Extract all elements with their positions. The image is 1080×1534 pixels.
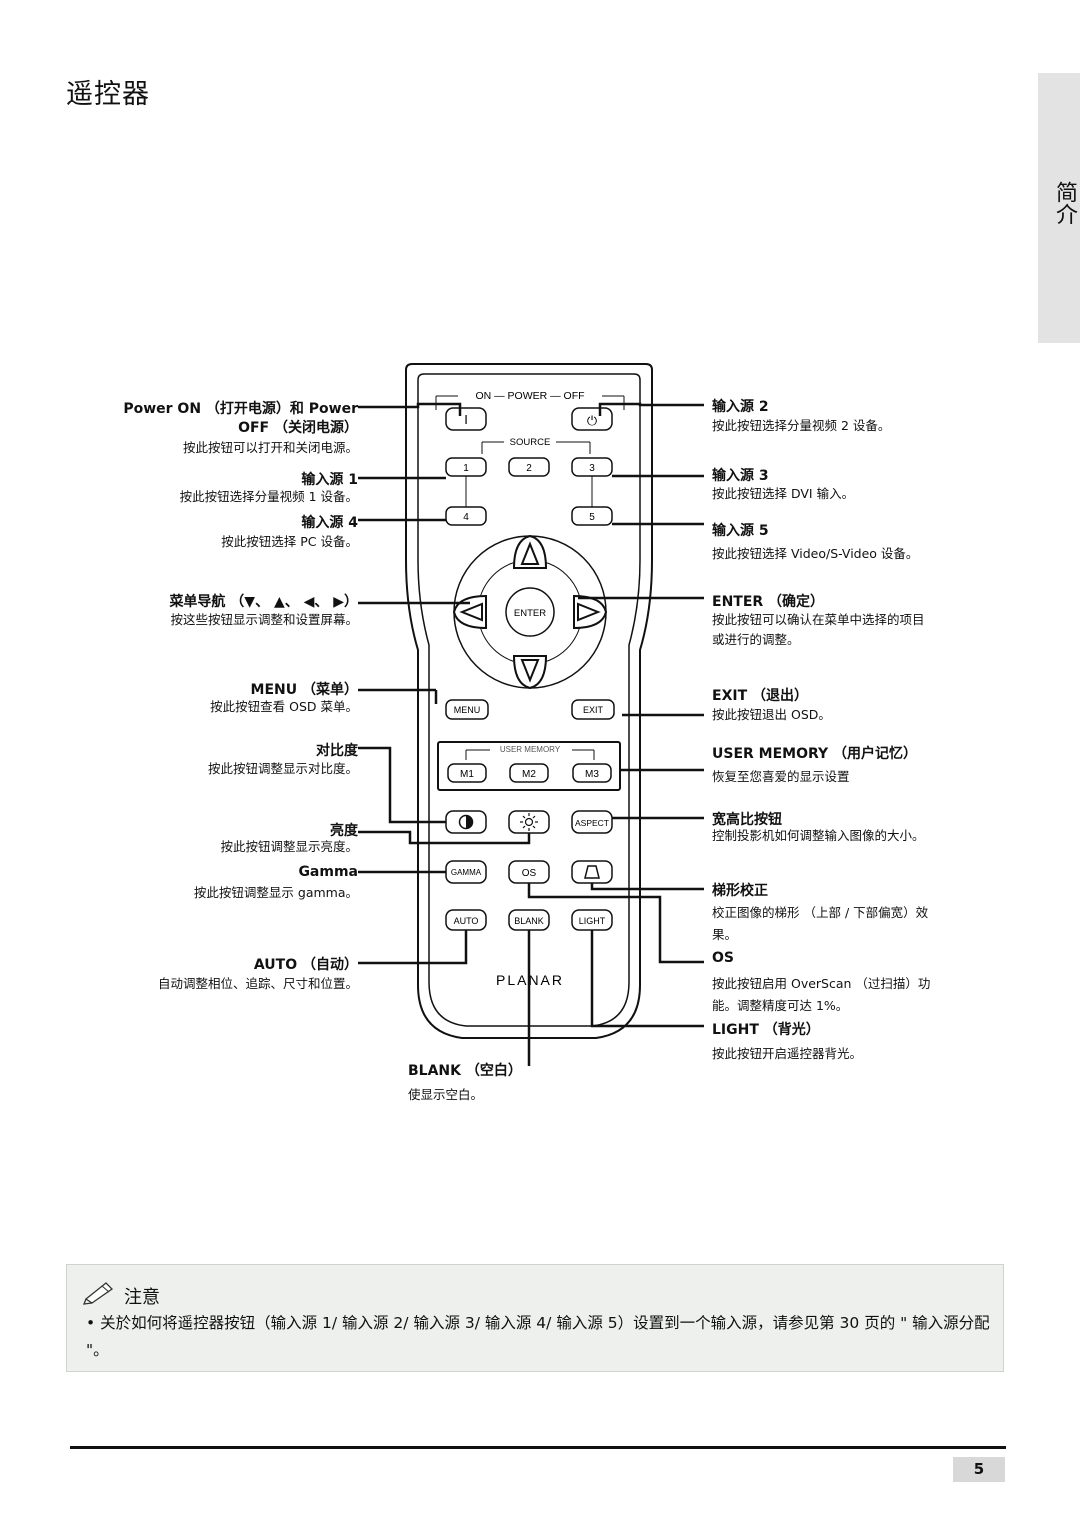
aspect-callout-label: 宽高比按钮 <box>712 812 782 828</box>
source-4-button <box>445 506 487 526</box>
source-1-desc: 按此按钮选择分量视频 1 设备。 <box>179 489 358 504</box>
blank-desc: 使显示空白。 <box>408 1087 484 1102</box>
menu-button-label: MENU <box>454 705 481 715</box>
keystone-icon <box>584 865 600 879</box>
enter-label: ENTER <box>514 608 546 619</box>
source-4-desc: 按此按钮选择 PC 设备。 <box>221 534 358 549</box>
source-5-desc: 按此按钮选择 Video/S-Video 设备。 <box>712 546 919 561</box>
keystone-callout-label: 梯形校正 <box>712 883 768 899</box>
exit-button <box>571 699 615 720</box>
light-callout-label: LIGHT （背光） <box>712 1022 820 1038</box>
power-off-button <box>571 407 613 431</box>
os-label: OS <box>522 868 537 879</box>
source-4-label: 4 <box>463 512 469 523</box>
blank-label: BLANK <box>514 916 544 926</box>
source-3-label: 3 <box>589 463 595 474</box>
power-label: Power ON （打开电源）和 Power <box>123 401 358 417</box>
power-off-label: OFF （关闭电源） <box>238 420 358 436</box>
enter-button <box>505 587 555 637</box>
contrast-callout-label: 对比度 <box>316 743 358 759</box>
source-5-button <box>571 506 613 526</box>
m3-button <box>572 763 612 783</box>
user-memory-callout-label: USER MEMORY （用户记忆） <box>712 746 918 762</box>
menu-button <box>445 699 489 720</box>
os-callout-label: OS <box>712 950 734 966</box>
source-2-button <box>508 457 550 477</box>
aspect-desc: 控制投影机如何调整输入图像的大小。 <box>712 828 925 843</box>
note-title: 注意 <box>124 1287 160 1308</box>
brightness-callout-label: 亮度 <box>330 823 358 839</box>
exit-callout-label: EXIT （退出） <box>712 688 808 704</box>
nav-callout-label: 菜单导航 （▼、 ▲、 ◀、 ▶） <box>169 594 358 610</box>
keystone-desc: 校正图像的梯形 （上部 / 下部偏宽）效 <box>712 905 929 920</box>
pencil-icon <box>82 1282 114 1305</box>
source-3-callout-label: 输入源 3 <box>712 468 769 484</box>
section-tab: 简介 <box>1038 73 1080 343</box>
source-1-callout-label: 输入源 1 <box>301 472 358 488</box>
power-on-symbol: I <box>464 412 468 427</box>
menu-desc: 按此按钮查看 OSD 菜单。 <box>210 699 358 714</box>
enter-callout-label: ENTER （确定） <box>712 594 825 610</box>
m2-button <box>509 763 549 783</box>
power-on-button <box>445 407 487 431</box>
enter-desc-line2: 或进行的调整。 <box>712 632 800 647</box>
m1-button <box>447 763 487 783</box>
brightness-desc: 按此按钮调整显示亮度。 <box>220 839 358 854</box>
os-desc: 按此按钮启用 OverScan （过扫描）功 <box>712 976 931 991</box>
section-tab-label: 简介 <box>1052 181 1077 225</box>
nav-desc: 按这些按钮显示调整和设置屏幕。 <box>170 612 358 627</box>
blank-callout-label: BLANK （空白） <box>408 1063 522 1079</box>
user-memory-label: USER MEMORY <box>500 745 561 754</box>
keystone-desc-line2: 果。 <box>712 927 738 942</box>
source-3-desc: 按此按钮选择 DVI 输入。 <box>712 486 855 501</box>
source-5-label: 5 <box>589 512 595 523</box>
source-2-desc: 按此按钮选择分量视频 2 设备。 <box>712 418 891 433</box>
power-off-symbol: ⏻ <box>587 413 597 428</box>
note-box <box>66 1264 1004 1372</box>
footer-rule <box>70 1446 1006 1449</box>
os-desc-line2: 能。调整精度可达 1%。 <box>712 998 849 1013</box>
m1-label: M1 <box>460 769 474 780</box>
exit-desc: 按此按钮退出 OSD。 <box>712 707 831 722</box>
aspect-button <box>571 810 613 834</box>
brightness-icon <box>520 813 538 831</box>
m2-label: M2 <box>522 769 536 780</box>
contrast-desc: 按此按钮调整显示对比度。 <box>207 761 358 776</box>
exit-button-label: EXIT <box>583 705 604 715</box>
aspect-label: ASPECT <box>575 818 609 828</box>
auto-label: AUTO <box>454 916 479 926</box>
nav-up-arrow-icon <box>520 541 540 565</box>
source-1-label: 1 <box>463 463 469 474</box>
page-number: 5 <box>953 1457 1005 1482</box>
menu-callout-label: MENU （菜单） <box>250 682 358 698</box>
auto-callout-label: AUTO （自动） <box>253 957 358 973</box>
light-label: LIGHT <box>579 916 606 926</box>
auto-desc: 自动调整相位、追踪、尺寸和位置。 <box>157 976 358 991</box>
gamma-callout-label: Gamma <box>298 864 358 880</box>
source-5-callout-label: 输入源 5 <box>712 523 769 539</box>
source-2-label: 2 <box>526 463 532 474</box>
m3-label: M3 <box>585 769 599 780</box>
nav-right-arrow-icon <box>577 602 601 622</box>
page-title: 遥控器 <box>66 79 150 110</box>
user-memory-desc: 恢复至您喜爱的显示设置 <box>712 769 850 784</box>
note-text: • 关於如何将遥控器按钮（输入源 1/ 输入源 2/ 输入源 3/ 输入源 4/… <box>86 1314 990 1359</box>
gamma-desc: 按此按钮调整显示 gamma。 <box>193 885 358 900</box>
nav-down-arrow-icon <box>520 659 540 683</box>
power-header-label: ON — POWER — OFF <box>475 390 584 402</box>
source-label: SOURCE <box>510 437 551 448</box>
enter-desc: 按此按钮可以确认在菜单中选择的项目 <box>712 612 925 627</box>
gamma-label: GAMMA <box>451 868 482 877</box>
nav-left-arrow-icon <box>459 602 483 622</box>
source-4-callout-label: 输入源 4 <box>301 515 358 531</box>
light-desc: 按此按钮开启遥控器背光。 <box>712 1046 863 1061</box>
power-desc: 按此按钮可以打开和关闭电源。 <box>182 440 358 455</box>
source-2-callout-label: 输入源 2 <box>712 399 769 415</box>
